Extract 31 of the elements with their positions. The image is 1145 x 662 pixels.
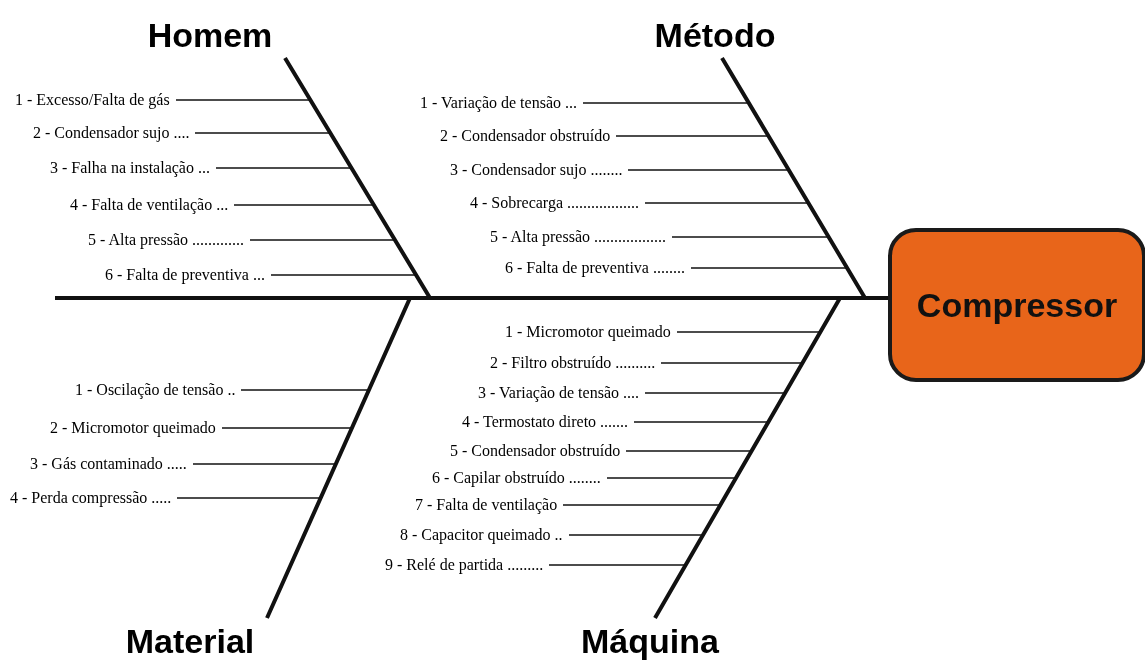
category-label: Máquina (570, 618, 730, 662)
cause-text: 3 - Condensador sujo ........ (450, 160, 623, 180)
cause-text: 4 - Sobrecarga .................. (470, 193, 639, 213)
cause-text: 8 - Capacitor queimado .. (400, 525, 563, 545)
cause-text: 2 - Condensador obstruído (440, 126, 611, 146)
cause-text: 5 - Alta pressão .................. (490, 227, 666, 247)
cause-text: 4 - Falta de ventilação ... (70, 195, 229, 215)
cause-text: 6 - Falta de preventiva ... (105, 265, 265, 285)
cause-text: 6 - Capilar obstruído ........ (432, 468, 601, 488)
cause-text: 1 - Excesso/Falta de gás (15, 90, 170, 110)
bone-line (653, 296, 888, 619)
cause-text: 1 - Oscilação de tensão .. (75, 380, 236, 400)
cause-text: 2 - Filtro obstruído .......... (490, 353, 656, 373)
cause-text: 6 - Falta de preventiva ........ (505, 258, 685, 278)
cause-text: 2 - Condensador sujo .... (33, 123, 190, 143)
category-label: Homem (135, 12, 285, 58)
cause-text: 5 - Condensador obstruído (450, 441, 621, 461)
cause-text: 1 - Variação de tensão ... (420, 93, 577, 113)
cause-text: 4 - Termostato direto ....... (462, 412, 629, 432)
cause-text: 3 - Gás contaminado ..... (30, 454, 187, 474)
cause-text: 3 - Variação de tensão .... (478, 383, 639, 403)
cause-text: 3 - Falha na instalação ... (50, 158, 210, 178)
cause-text: 2 - Micromotor queimado (50, 418, 216, 438)
cause-text: 7 - Falta de ventilação (415, 495, 558, 515)
cause-text: 1 - Micromotor queimado (505, 322, 671, 342)
cause-text: 9 - Relé de partida ......... (385, 555, 544, 575)
category-label: Material (110, 618, 270, 662)
cause-text: 4 - Perda compressão ..... (10, 488, 172, 508)
effect-box: Compressor (888, 228, 1145, 382)
cause-text: 5 - Alta pressão ............. (88, 230, 244, 250)
category-label: Método (640, 12, 790, 58)
